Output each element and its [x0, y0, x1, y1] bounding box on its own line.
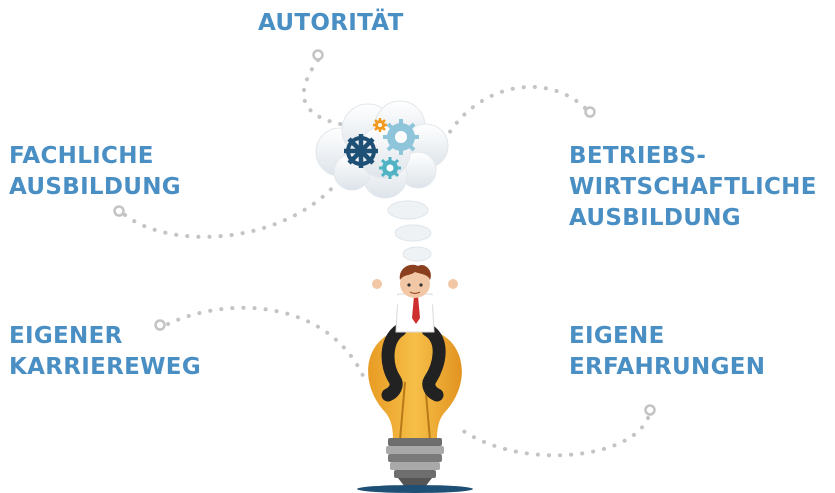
gear-icon — [379, 157, 401, 179]
dotted-connectors — [123, 58, 650, 458]
gear-icon — [383, 119, 419, 155]
label-betriebswirtschaftliche-ausbildung: BETRIEBS- WIRTSCHAFTLICHE AUSBILDUNG — [569, 141, 817, 234]
label-line: FACHLICHE — [9, 143, 154, 169]
label-fachliche-ausbildung: FACHLICHE AUSBILDUNG — [9, 141, 181, 203]
label-eigener-karriereweg: EIGENER KARRIEREWEG — [9, 321, 201, 383]
connector-right-bottom — [460, 416, 650, 458]
label-line: KARRIEREWEG — [9, 354, 201, 380]
label-autoritaet: AUTORITÄT — [258, 8, 404, 39]
label-line: AUSBILDUNG — [569, 205, 741, 231]
endpoint-ring — [312, 49, 324, 61]
label-line: EIGENER — [9, 323, 123, 349]
endpoint-ring — [113, 205, 125, 217]
connector-left-top — [123, 183, 337, 239]
label-line: ERFAHRUNGEN — [569, 354, 766, 380]
connector-endpoints — [113, 49, 656, 416]
connector-top — [301, 58, 347, 127]
connector-left-bottom — [166, 305, 367, 382]
label-line: BETRIEBS- — [569, 143, 707, 169]
label-line: AUTORITÄT — [258, 10, 404, 36]
lightbulb-icon — [357, 328, 473, 493]
connector-right-top — [443, 84, 587, 142]
label-line: AUSBILDUNG — [9, 174, 181, 200]
label-line: EIGENE — [569, 323, 665, 349]
endpoint-ring — [584, 106, 596, 118]
gear-icon — [344, 134, 378, 168]
gear-icon — [373, 118, 387, 132]
label-line: WIRTSCHAFTLICHE — [569, 174, 817, 200]
thought-cloud-icon — [315, 100, 449, 278]
label-eigene-erfahrungen: EIGENE ERFAHRUNGEN — [569, 321, 765, 383]
businessman-icon — [372, 264, 458, 402]
endpoint-ring — [644, 404, 656, 416]
endpoint-ring — [154, 319, 166, 331]
